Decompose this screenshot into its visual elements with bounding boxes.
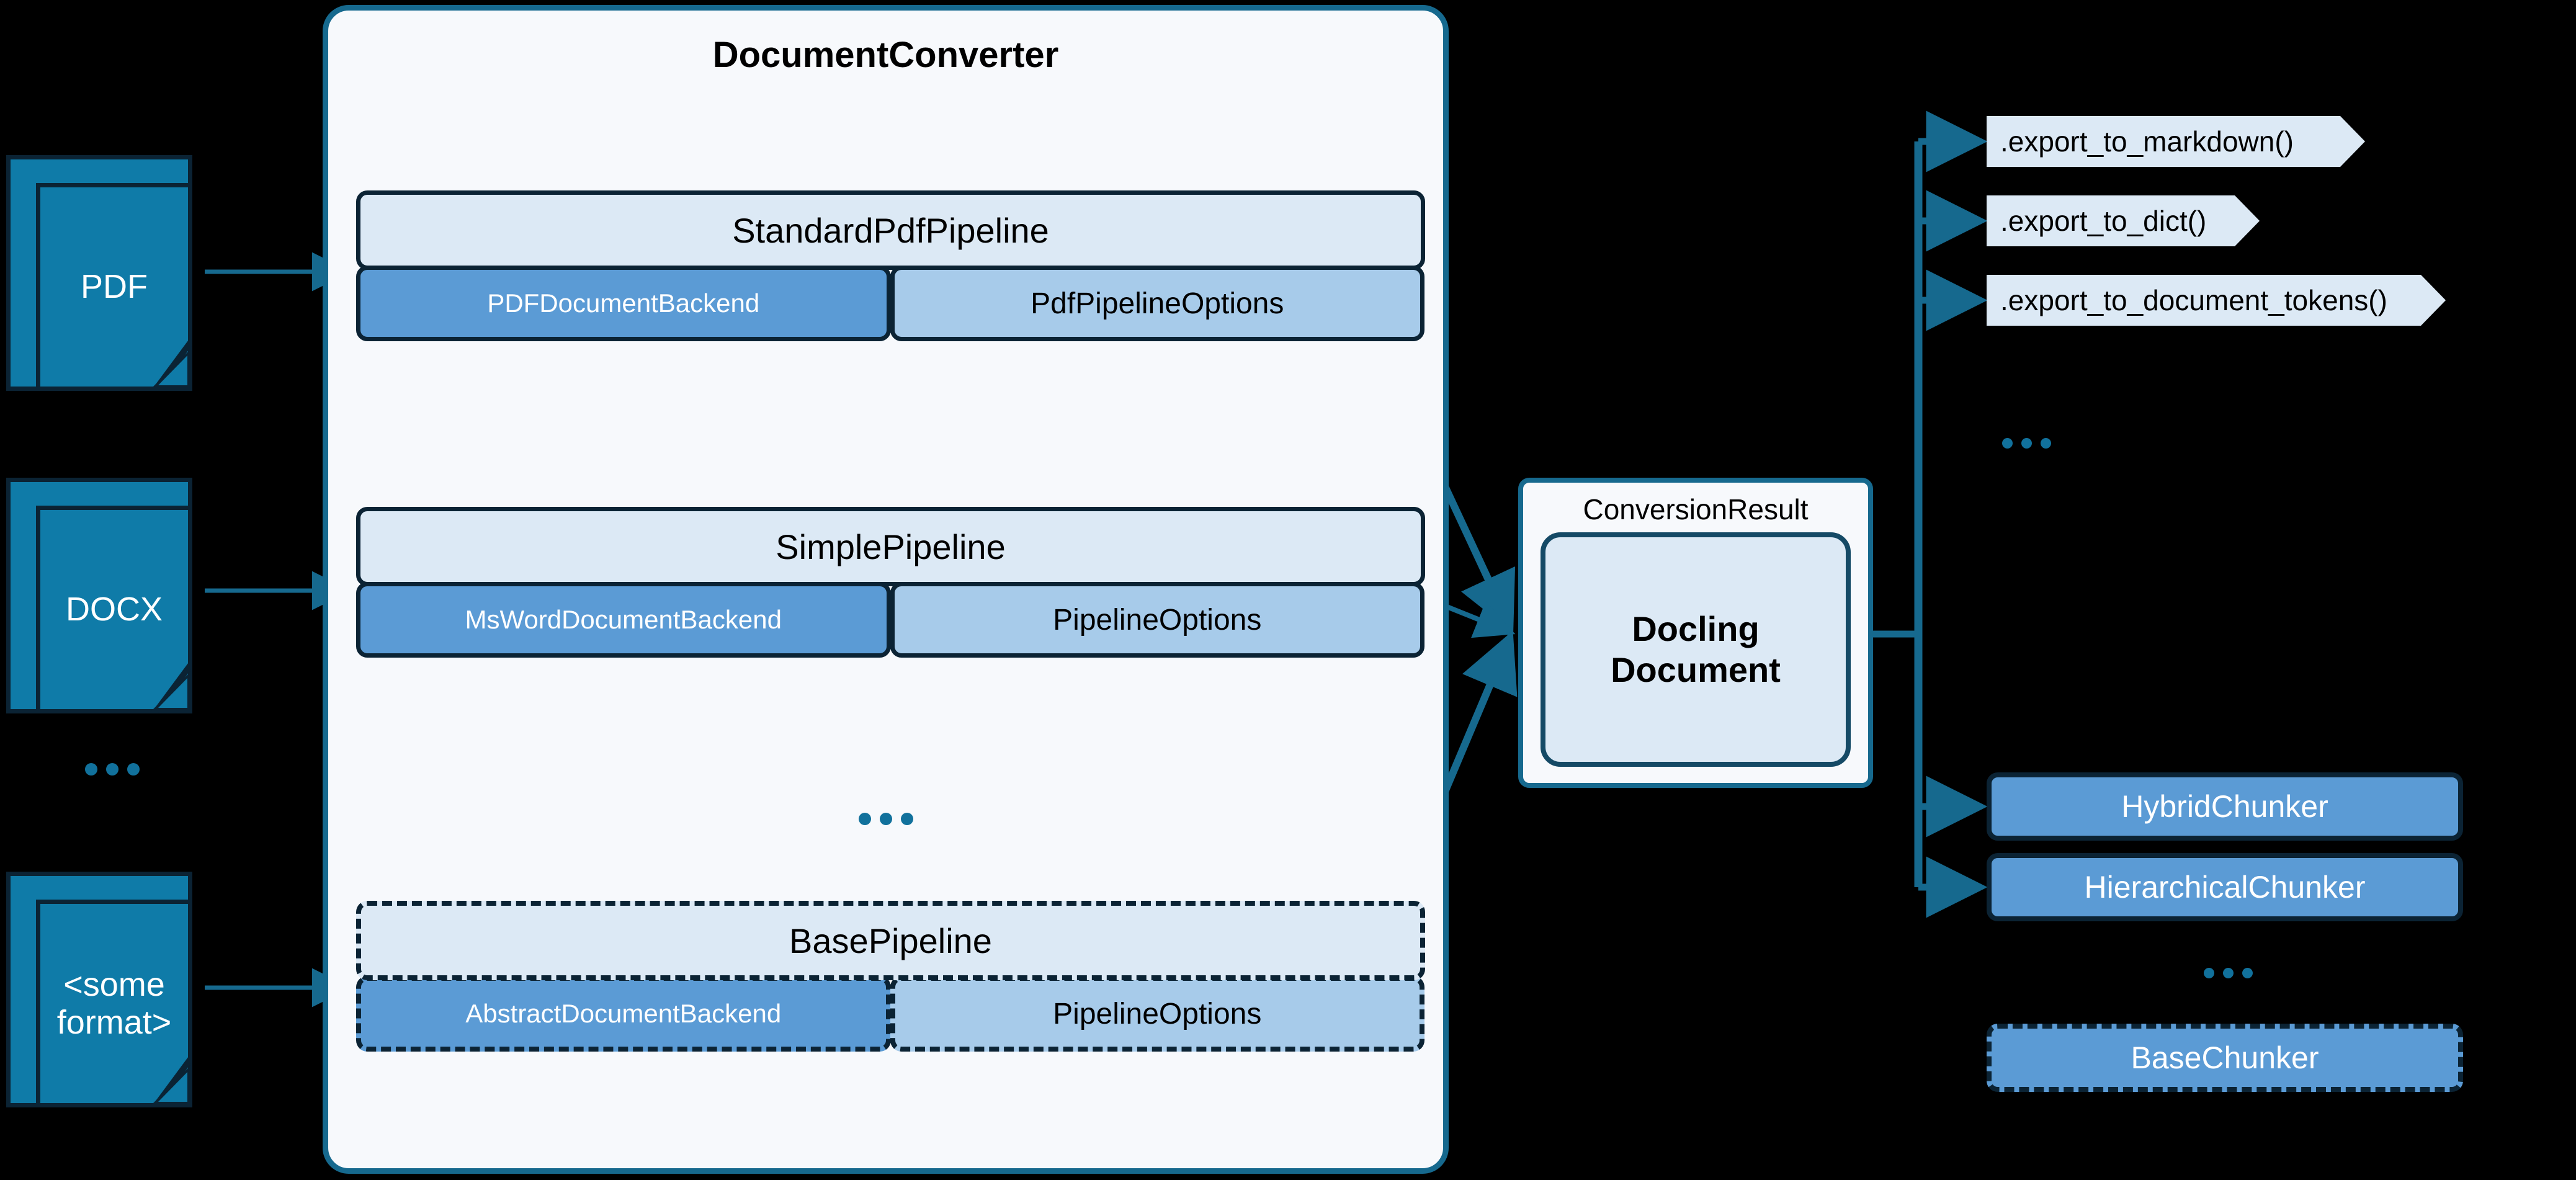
- pipeline-group-base[interactable]: BasePipeline AbstractDocumentBackend Pip…: [356, 901, 1425, 1052]
- pipeline-backend[interactable]: PDFDocumentBackend: [356, 266, 891, 341]
- doc-front-page: PDF: [36, 183, 192, 391]
- chunker-base[interactable]: BaseChunker: [1987, 1024, 2463, 1092]
- export-method-label: .export_to_markdown(): [2000, 125, 2294, 158]
- chunker-label: HierarchicalChunker: [2084, 870, 2366, 905]
- input-document-pdf[interactable]: PDF: [6, 155, 192, 391]
- export-ellipsis: [2002, 438, 2051, 449]
- pipeline-name[interactable]: BasePipeline: [356, 901, 1425, 980]
- input-document-docx[interactable]: DOCX: [6, 478, 192, 713]
- chunker-label: HybridChunker: [2121, 789, 2328, 824]
- doc-front-page: <some format>: [36, 900, 192, 1107]
- pipeline-backend[interactable]: AbstractDocumentBackend: [356, 976, 891, 1052]
- doc-label: PDF: [81, 268, 148, 306]
- chunker-hybrid[interactable]: HybridChunker: [1987, 772, 2463, 841]
- export-method-label: .export_to_document_tokens(): [2000, 284, 2387, 316]
- pipeline-group-simple[interactable]: SimplePipeline MsWordDocumentBackend Pip…: [356, 507, 1425, 658]
- docling-document-box[interactable]: Docling Document: [1541, 532, 1851, 767]
- conversion-result-container: ConversionResult Docling Document: [1518, 478, 1873, 788]
- input-ellipsis: [85, 763, 140, 775]
- pipeline-options[interactable]: PdfPipelineOptions: [890, 266, 1424, 341]
- banner-arrow-icon: [2421, 275, 2446, 326]
- pipeline-group-standard-pdf[interactable]: StandardPdfPipeline PDFDocumentBackend P…: [356, 190, 1425, 341]
- pipeline-backend[interactable]: MsWordDocumentBackend: [356, 582, 891, 658]
- export-method-document-tokens[interactable]: .export_to_document_tokens(): [1987, 275, 2446, 326]
- export-method-dict[interactable]: .export_to_dict(): [1987, 195, 2260, 246]
- chunker-hierarchical[interactable]: HierarchicalChunker: [1987, 853, 2463, 921]
- chunker-label: BaseChunker: [2131, 1040, 2319, 1075]
- conversion-result-title: ConversionResult: [1583, 493, 1809, 525]
- pipeline-name[interactable]: StandardPdfPipeline: [356, 190, 1425, 270]
- pipeline-options[interactable]: PipelineOptions: [890, 582, 1424, 658]
- export-method-label: .export_to_dict(): [2000, 205, 2207, 237]
- input-document-other-format[interactable]: <some format>: [6, 872, 192, 1107]
- doc-label: <some format>: [56, 966, 172, 1041]
- doc-label: DOCX: [65, 591, 163, 628]
- pipeline-options[interactable]: PipelineOptions: [890, 976, 1424, 1052]
- banner-arrow-icon: [2340, 116, 2365, 167]
- pipeline-ellipsis: [859, 813, 913, 825]
- pipeline-name[interactable]: SimplePipeline: [356, 507, 1425, 586]
- banner-arrow-icon: [2235, 195, 2260, 246]
- document-converter-container: DocumentConverter StandardPdfPipeline PD…: [323, 5, 1449, 1174]
- document-converter-title: DocumentConverter: [712, 35, 1059, 75]
- chunker-ellipsis: [2204, 968, 2253, 978]
- doc-front-page: DOCX: [36, 506, 192, 713]
- export-method-markdown[interactable]: .export_to_markdown(): [1987, 116, 2365, 167]
